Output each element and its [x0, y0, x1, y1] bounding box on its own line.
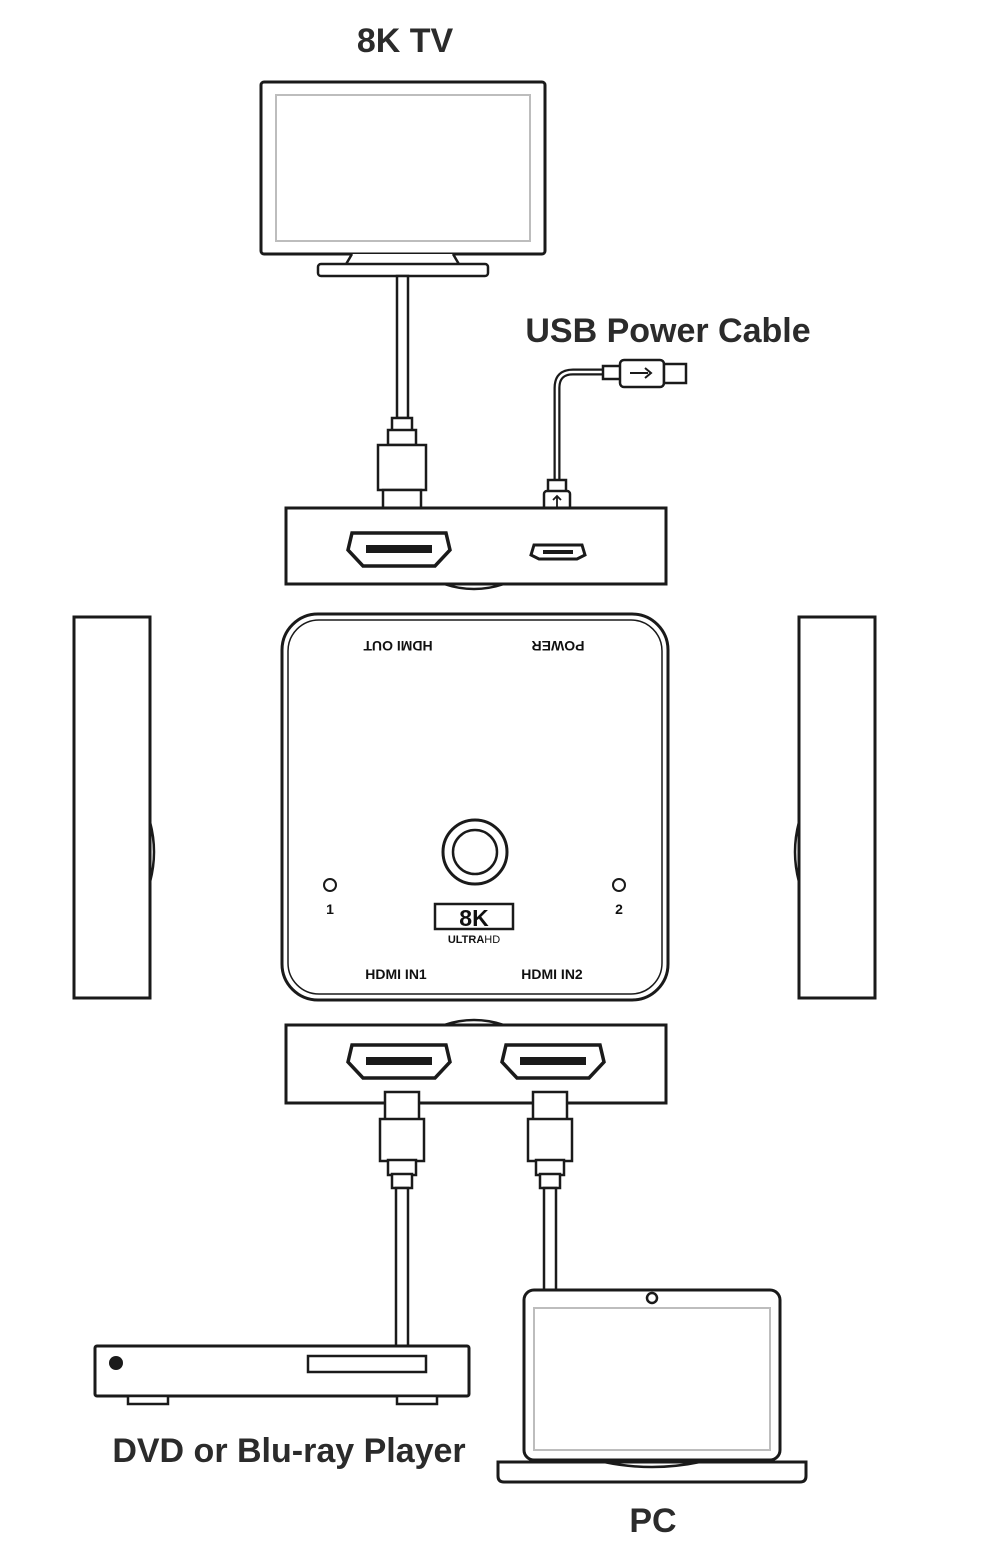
usb-cable-label: USB Power Cable [525, 312, 810, 350]
8k-ultrahd-logo: 8K ULTRAHD [433, 902, 515, 946]
led-2-label: 2 [615, 901, 623, 917]
hdmi-out-label: HDMI OUT [363, 638, 433, 654]
hdmi-in1-label: HDMI IN1 [365, 966, 427, 982]
tv-label: 8K TV [357, 22, 454, 60]
tv-hdmi-cable [376, 274, 428, 518]
switch-top-side [284, 506, 668, 591]
led-1-label: 1 [326, 901, 334, 917]
led-1-indicator [323, 878, 337, 892]
svg-text:ULTRAHD: ULTRAHD [448, 934, 500, 946]
svg-text:8K: 8K [459, 905, 489, 931]
hdmi-in2-port [500, 1043, 606, 1080]
switch-left-side [72, 615, 156, 1000]
power-port [529, 543, 587, 561]
switch-right-side [793, 615, 877, 1000]
led-2-indicator [612, 878, 626, 892]
hdmi-in1-cable [378, 1090, 426, 1348]
usb-power-cable [542, 358, 688, 531]
pc-label: PC [629, 1502, 676, 1540]
hdmi-in2-cable [526, 1090, 574, 1294]
power-label: POWER [532, 638, 585, 654]
tv-icon [259, 80, 547, 278]
switch-select-button[interactable] [441, 818, 509, 886]
dvd-player-icon [93, 1344, 471, 1406]
switch-bottom-side [284, 1018, 668, 1105]
switch-top-face [280, 612, 670, 1002]
hdmi-in2-label: HDMI IN2 [521, 966, 583, 982]
dvd-label: DVD or Blu-ray Player [112, 1432, 465, 1470]
hdmi-out-port [346, 531, 452, 568]
hdmi-in1-port [346, 1043, 452, 1080]
laptop-icon [496, 1288, 808, 1484]
